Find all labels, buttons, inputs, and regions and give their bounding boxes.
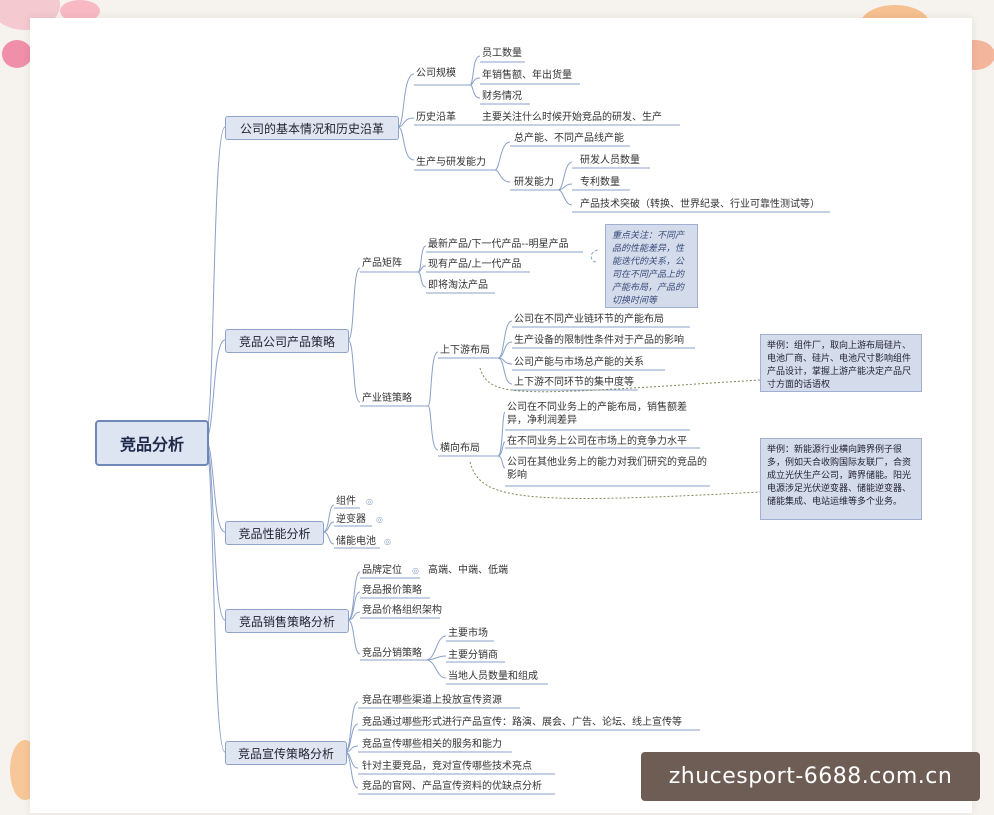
note-product-matrix: 重点关注：不同产品的性能差异，性能迭代的关系，公司在不同产品上的产能布局，产品的… — [605, 224, 698, 308]
branch-promotion-strategy[interactable]: 竞品宣传策略分析 — [225, 741, 347, 765]
leaf-finance: 财务情况 — [482, 91, 522, 102]
leaf-rd-staff: 研发人员数量 — [580, 155, 640, 166]
leaf-price-structure: 竞品价格组织架构 — [362, 605, 442, 616]
decorative-blob — [2, 40, 32, 68]
leaf-battery: 储能电池 — [336, 536, 376, 547]
leaf-promo-2: 竞品通过哪些形式进行产品宣传：路演、展会、广告、论坛、线上宣传等 — [362, 717, 682, 728]
leaf-main-distributor: 主要分销商 — [448, 650, 498, 661]
leaf-newest-product: 最新产品/下一代产品--明星产品 — [428, 239, 569, 250]
expand-dot-icon[interactable]: ◎ — [376, 515, 383, 524]
leaf-pricing-strategy: 竞品报价策略 — [362, 585, 422, 596]
note-updown-example: 举例：组件厂，取向上游布局硅片、电池厂商、硅片、电池尺寸影响组件产品设计，掌握上… — [760, 334, 922, 392]
branch-performance[interactable]: 竞品性能分析 — [225, 521, 324, 545]
node-brand-positioning[interactable]: 品牌定位 — [362, 565, 402, 576]
leaf-phaseout-product: 即将淘汰产品 — [428, 280, 488, 291]
node-history[interactable]: 历史沿革 — [416, 112, 456, 123]
leaf-horizontal-3: 公司在其他业务上的能力对我们研究的竞品的影响 — [507, 457, 707, 481]
leaf-inverter: 逆变器 — [336, 514, 366, 525]
leaf-capacity: 总产能、不同产品线产能 — [514, 133, 624, 144]
expand-dot-icon[interactable]: ◎ — [412, 566, 419, 575]
leaf-history-focus: 主要关注什么时候开始竞品的研发、生产 — [482, 112, 662, 123]
node-production-rd[interactable]: 生产与研发能力 — [416, 157, 486, 168]
leaf-updown-1: 公司在不同产业链环节的产能布局 — [514, 314, 664, 325]
leaf-main-market: 主要市场 — [448, 628, 488, 639]
leaf-horizontal-1: 公司在不同业务上的产能布局，销售额差异，净利润差异 — [507, 402, 687, 426]
leaf-brand-tiers: 高端、中端、低端 — [428, 565, 508, 576]
watermark-banner: zhucesport-6688.com.cn — [641, 752, 980, 801]
node-horizontal-layout[interactable]: 横向布局 — [440, 443, 480, 454]
expand-dot-icon[interactable]: ◎ — [384, 537, 391, 546]
leaf-tech-breakthrough: 产品技术突破（转换、世界纪录、行业可靠性测试等） — [580, 199, 820, 210]
node-company-scale[interactable]: 公司规模 — [416, 68, 456, 79]
leaf-updown-3: 公司产能与市场总产能的关系 — [514, 357, 644, 368]
leaf-promo-4: 针对主要竞品，竞对宣传哪些技术亮点 — [362, 761, 532, 772]
diagram-paper — [30, 18, 972, 813]
leaf-updown-2: 生产设备的限制性条件对于产品的影响 — [514, 335, 684, 346]
leaf-patents: 专利数量 — [580, 177, 620, 188]
decorative-blob — [60, 0, 100, 22]
leaf-local-staff: 当地人员数量和组成 — [448, 671, 538, 682]
leaf-current-product: 现有产品/上一代产品 — [428, 259, 522, 270]
leaf-promo-1: 竞品在哪些渠道上投放宣传资源 — [362, 695, 502, 706]
node-distribution[interactable]: 竞品分销策略 — [362, 648, 422, 659]
leaf-promo-5: 竞品的官网、产品宣传资料的优缺点分析 — [362, 781, 542, 792]
expand-dot-icon[interactable]: ◎ — [366, 497, 373, 506]
branch-company-history[interactable]: 公司的基本情况和历史沿革 — [225, 116, 399, 140]
leaf-sales: 年销售额、年出货量 — [482, 70, 572, 81]
leaf-promo-3: 竞品宣传哪些相关的服务和能力 — [362, 739, 502, 750]
node-product-matrix[interactable]: 产品矩阵 — [362, 258, 402, 269]
leaf-employees: 员工数量 — [482, 48, 522, 59]
node-industry-chain[interactable]: 产业链策略 — [362, 393, 412, 404]
node-rd-ability[interactable]: 研发能力 — [514, 177, 554, 188]
leaf-horizontal-2: 在不同业务上公司在市场上的竞争力水平 — [507, 436, 687, 447]
leaf-updown-4: 上下游不同环节的集中度等 — [514, 377, 634, 388]
note-horizontal-example: 举例：新能源行业横向跨界例子很多，例如天合收购国际友联厂，合资成立光伏生产公司，… — [760, 438, 922, 520]
root-node[interactable]: 竞品分析 — [95, 420, 209, 466]
branch-sales-strategy[interactable]: 竞品销售策略分析 — [225, 609, 349, 633]
node-updown-layout[interactable]: 上下游布局 — [440, 345, 490, 356]
leaf-module: 组件 — [336, 496, 356, 507]
branch-product-strategy[interactable]: 竞品公司产品策略 — [225, 329, 349, 353]
